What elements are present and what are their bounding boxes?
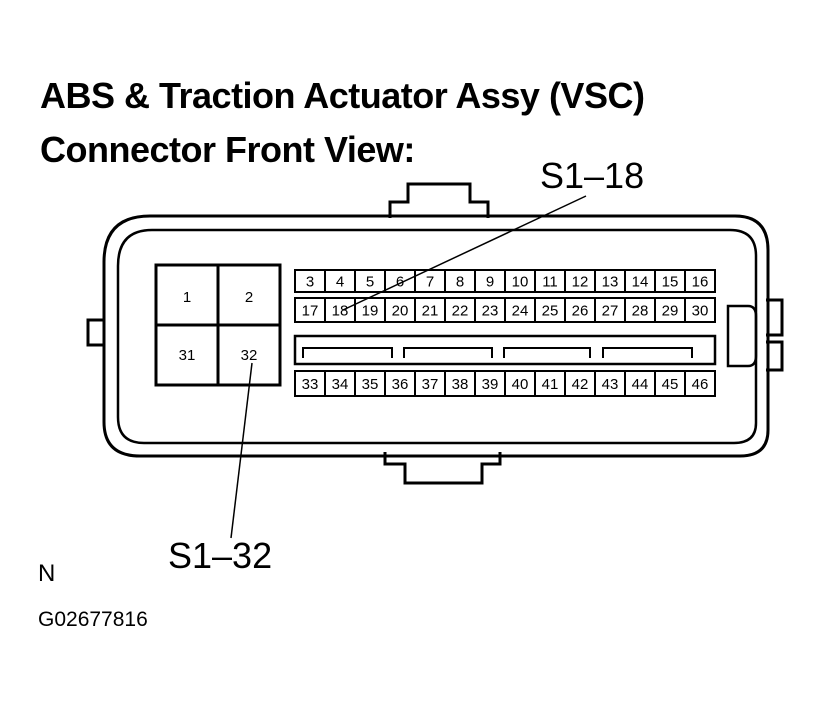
title-line-1: ABS & Traction Actuator Assy (VSC) (40, 75, 645, 116)
pin-label: 11 (542, 274, 558, 291)
pin-label: 14 (632, 274, 649, 291)
pin-label: 24 (512, 303, 529, 320)
north-label: N (38, 560, 56, 587)
pin-label: 10 (512, 274, 529, 291)
pin-label: 43 (602, 376, 619, 393)
pin-label: 8 (456, 274, 464, 291)
pin-label: 42 (572, 376, 589, 393)
middle-slot-bar (293, 334, 717, 366)
pin-label: 34 (332, 376, 349, 393)
pin-label: 22 (452, 303, 469, 320)
pin-label: 46 (692, 376, 709, 393)
callout-s1-18: S1–18 (540, 155, 645, 196)
pin-row-1: 3 4 5 6 7 8 9 10 11 12 13 14 15 16 (294, 269, 716, 293)
pin-label: 44 (632, 376, 649, 393)
pin-label: 17 (302, 303, 319, 320)
pin-label: 39 (482, 376, 499, 393)
pin-row-3: 33 34 35 36 37 38 39 40 41 42 43 44 45 46 (294, 370, 716, 397)
pin-label: 37 (422, 376, 439, 393)
top-latch (388, 182, 490, 218)
pin-cell (684, 370, 716, 397)
large-pin-label: 2 (245, 289, 253, 306)
pin-label: 30 (692, 303, 709, 320)
pin-label: 18 (332, 303, 349, 320)
pin-label: 27 (602, 303, 619, 320)
pin-label: 45 (662, 376, 679, 393)
pin-label: 13 (602, 274, 619, 291)
title-line-2: Connector Front View: (40, 129, 415, 170)
bottom-latch (383, 452, 502, 485)
pin-cell (684, 269, 716, 293)
pin-label: 26 (572, 303, 589, 320)
pin-row-2: 17 18 19 20 21 22 23 24 25 26 27 28 29 30 (294, 297, 716, 323)
pin-label: 23 (482, 303, 499, 320)
pin-label: 33 (302, 376, 319, 393)
pin-label: 6 (396, 274, 404, 291)
callout-s1-32: S1–32 (168, 535, 273, 576)
pin-label: 15 (662, 274, 679, 291)
pin-label: 16 (692, 274, 709, 291)
housing-outer (102, 214, 770, 458)
pin-label: 36 (392, 376, 409, 393)
pin-label: 19 (362, 303, 379, 320)
leader-line-s1-32 (230, 362, 253, 539)
right-tab-upper (766, 298, 784, 337)
pin-label: 21 (422, 303, 439, 320)
housing-inner (116, 228, 758, 445)
pin-label: 3 (306, 274, 314, 291)
pin-label: 40 (512, 376, 529, 393)
pin-label: 4 (336, 274, 344, 291)
pin-label: 29 (662, 303, 679, 320)
pin-label: 35 (362, 376, 379, 393)
side-key (726, 304, 758, 368)
pin-label: 12 (572, 274, 589, 291)
large-pin-label: 1 (183, 289, 191, 306)
pin-cell (684, 297, 716, 323)
right-tab-lower (766, 340, 784, 372)
left-tab (86, 318, 104, 347)
leader-line-s1-18 (342, 195, 587, 311)
pin-label: 38 (452, 376, 469, 393)
large-pin-label: 31 (179, 347, 196, 364)
pin-label: 41 (542, 376, 559, 393)
large-pin-label: 32 (241, 347, 258, 364)
pin-label: 5 (366, 274, 374, 291)
middle-slot-segments (302, 347, 693, 358)
pin-label: 20 (392, 303, 409, 320)
pin-label: 7 (426, 274, 434, 291)
pin-label: 9 (486, 274, 494, 291)
pin-label: 28 (632, 303, 649, 320)
figure-id: G02677816 (38, 608, 148, 631)
pin-label: 25 (542, 303, 559, 320)
